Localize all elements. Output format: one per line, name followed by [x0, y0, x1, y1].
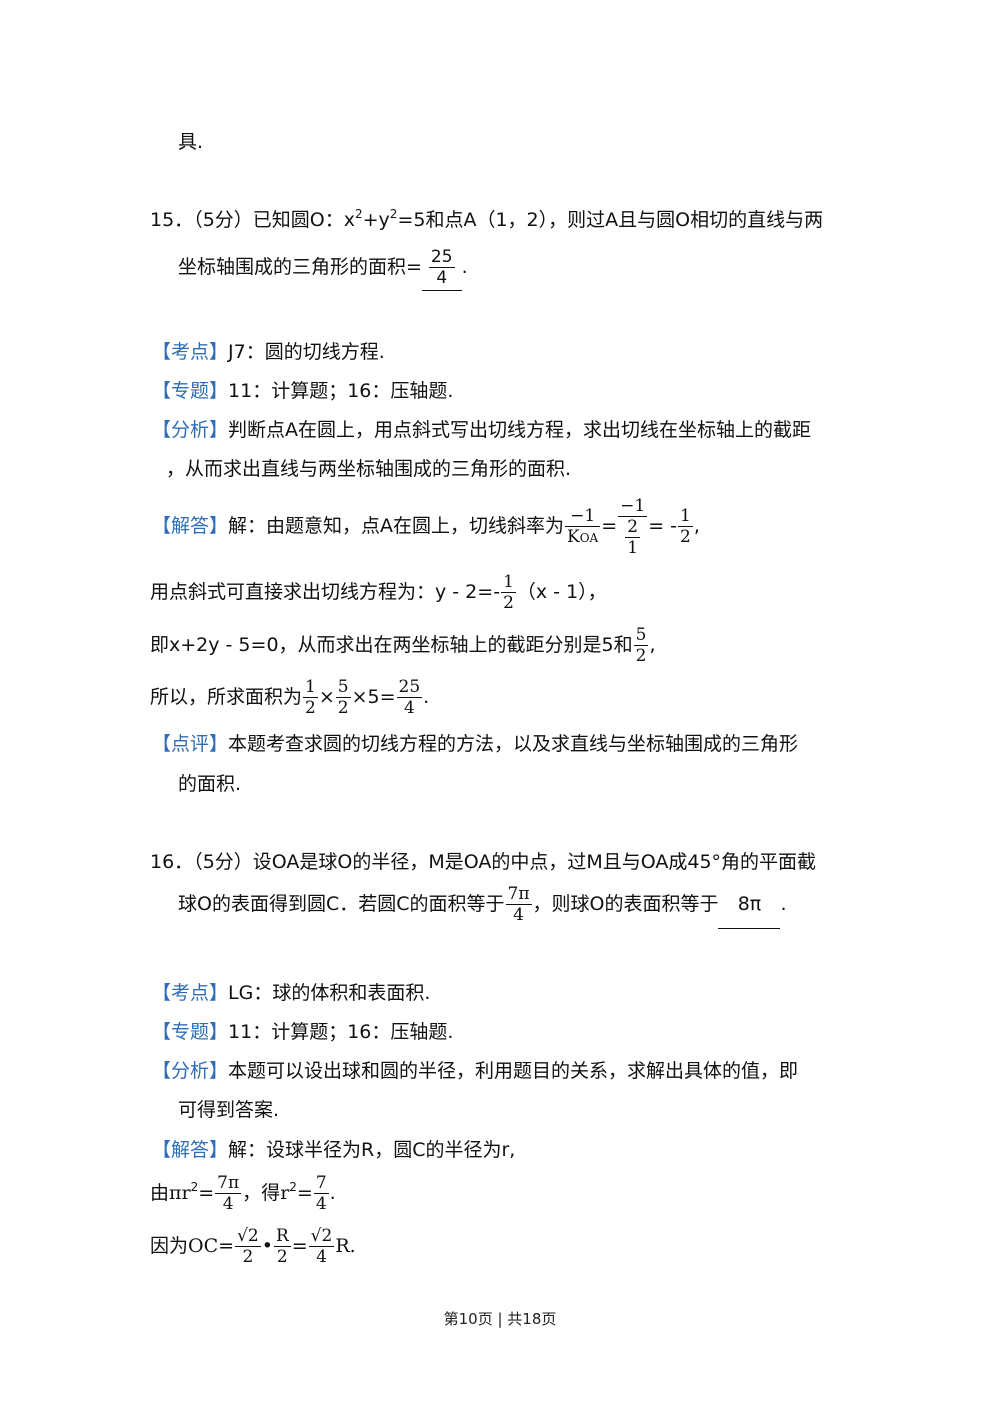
question-score: （5分） — [193, 209, 253, 231]
kaodian-tag: 【考点】 — [152, 982, 229, 1004]
question-number: 16． — [150, 851, 194, 873]
kaodian-15: 【考点】J7：圆的切线方程. — [152, 341, 385, 363]
question-15-line-1: 15．（5分）已知圆O：x2+y2=5和点A（1，2），则过A且与圆O相切的直线… — [150, 207, 824, 231]
dianping-15-line-1: 【点评】本题考查求圆的切线方程的方法，以及求直线与坐标轴围成的三角形 — [152, 733, 799, 755]
fenxi-15-line-1: 【分析】判断点A在圆上，用点斜式写出切线方程，求出切线在坐标轴上的截距 — [152, 419, 812, 441]
answer-blank: 8π — [718, 880, 781, 929]
intro-tail-text: 具. — [178, 131, 204, 153]
jieda-tag: 【解答】 — [152, 515, 229, 537]
fenxi-tag: 【分析】 — [152, 419, 229, 441]
kaodian-16: 【考点】LG：球的体积和表面积. — [152, 982, 431, 1004]
zhuanti-tag: 【专题】 — [152, 380, 229, 402]
question-number: 15． — [150, 209, 194, 231]
dianping-tag: 【点评】 — [152, 733, 229, 755]
question-16-line-1: 16．（5分）设OA是球O的半径，M是OA的中点，过M且与OA成45°角的平面截 — [150, 851, 817, 873]
question-score: （5分） — [193, 851, 253, 873]
dianping-15-line-2: 的面积. — [178, 773, 242, 795]
zhuanti-16: 【专题】11：计算题；16：压轴题. — [152, 1021, 454, 1043]
zhuanti-tag: 【专题】 — [152, 1021, 229, 1043]
fenxi-16-line-1: 【分析】本题可以设出球和圆的半径，利用题目的关系，求解出具体的值，即 — [152, 1060, 799, 1082]
fenxi-16-line-2: 可得到答案. — [178, 1099, 280, 1121]
kaodian-tag: 【考点】 — [152, 341, 229, 363]
jieda-tag: 【解答】 — [152, 1139, 229, 1161]
fenxi-15-line-2: ，从而求出直线与两坐标轴围成的三角形的面积. — [166, 458, 572, 480]
fenxi-tag: 【分析】 — [152, 1060, 229, 1082]
page-footer: 第10页 | 共18页 — [443, 1310, 557, 1328]
jieda-16-line-1: 【解答】解：设球半径为R，圆C的半径为r, — [152, 1139, 516, 1161]
zhuanti-15: 【专题】11：计算题；16：压轴题. — [152, 380, 454, 402]
